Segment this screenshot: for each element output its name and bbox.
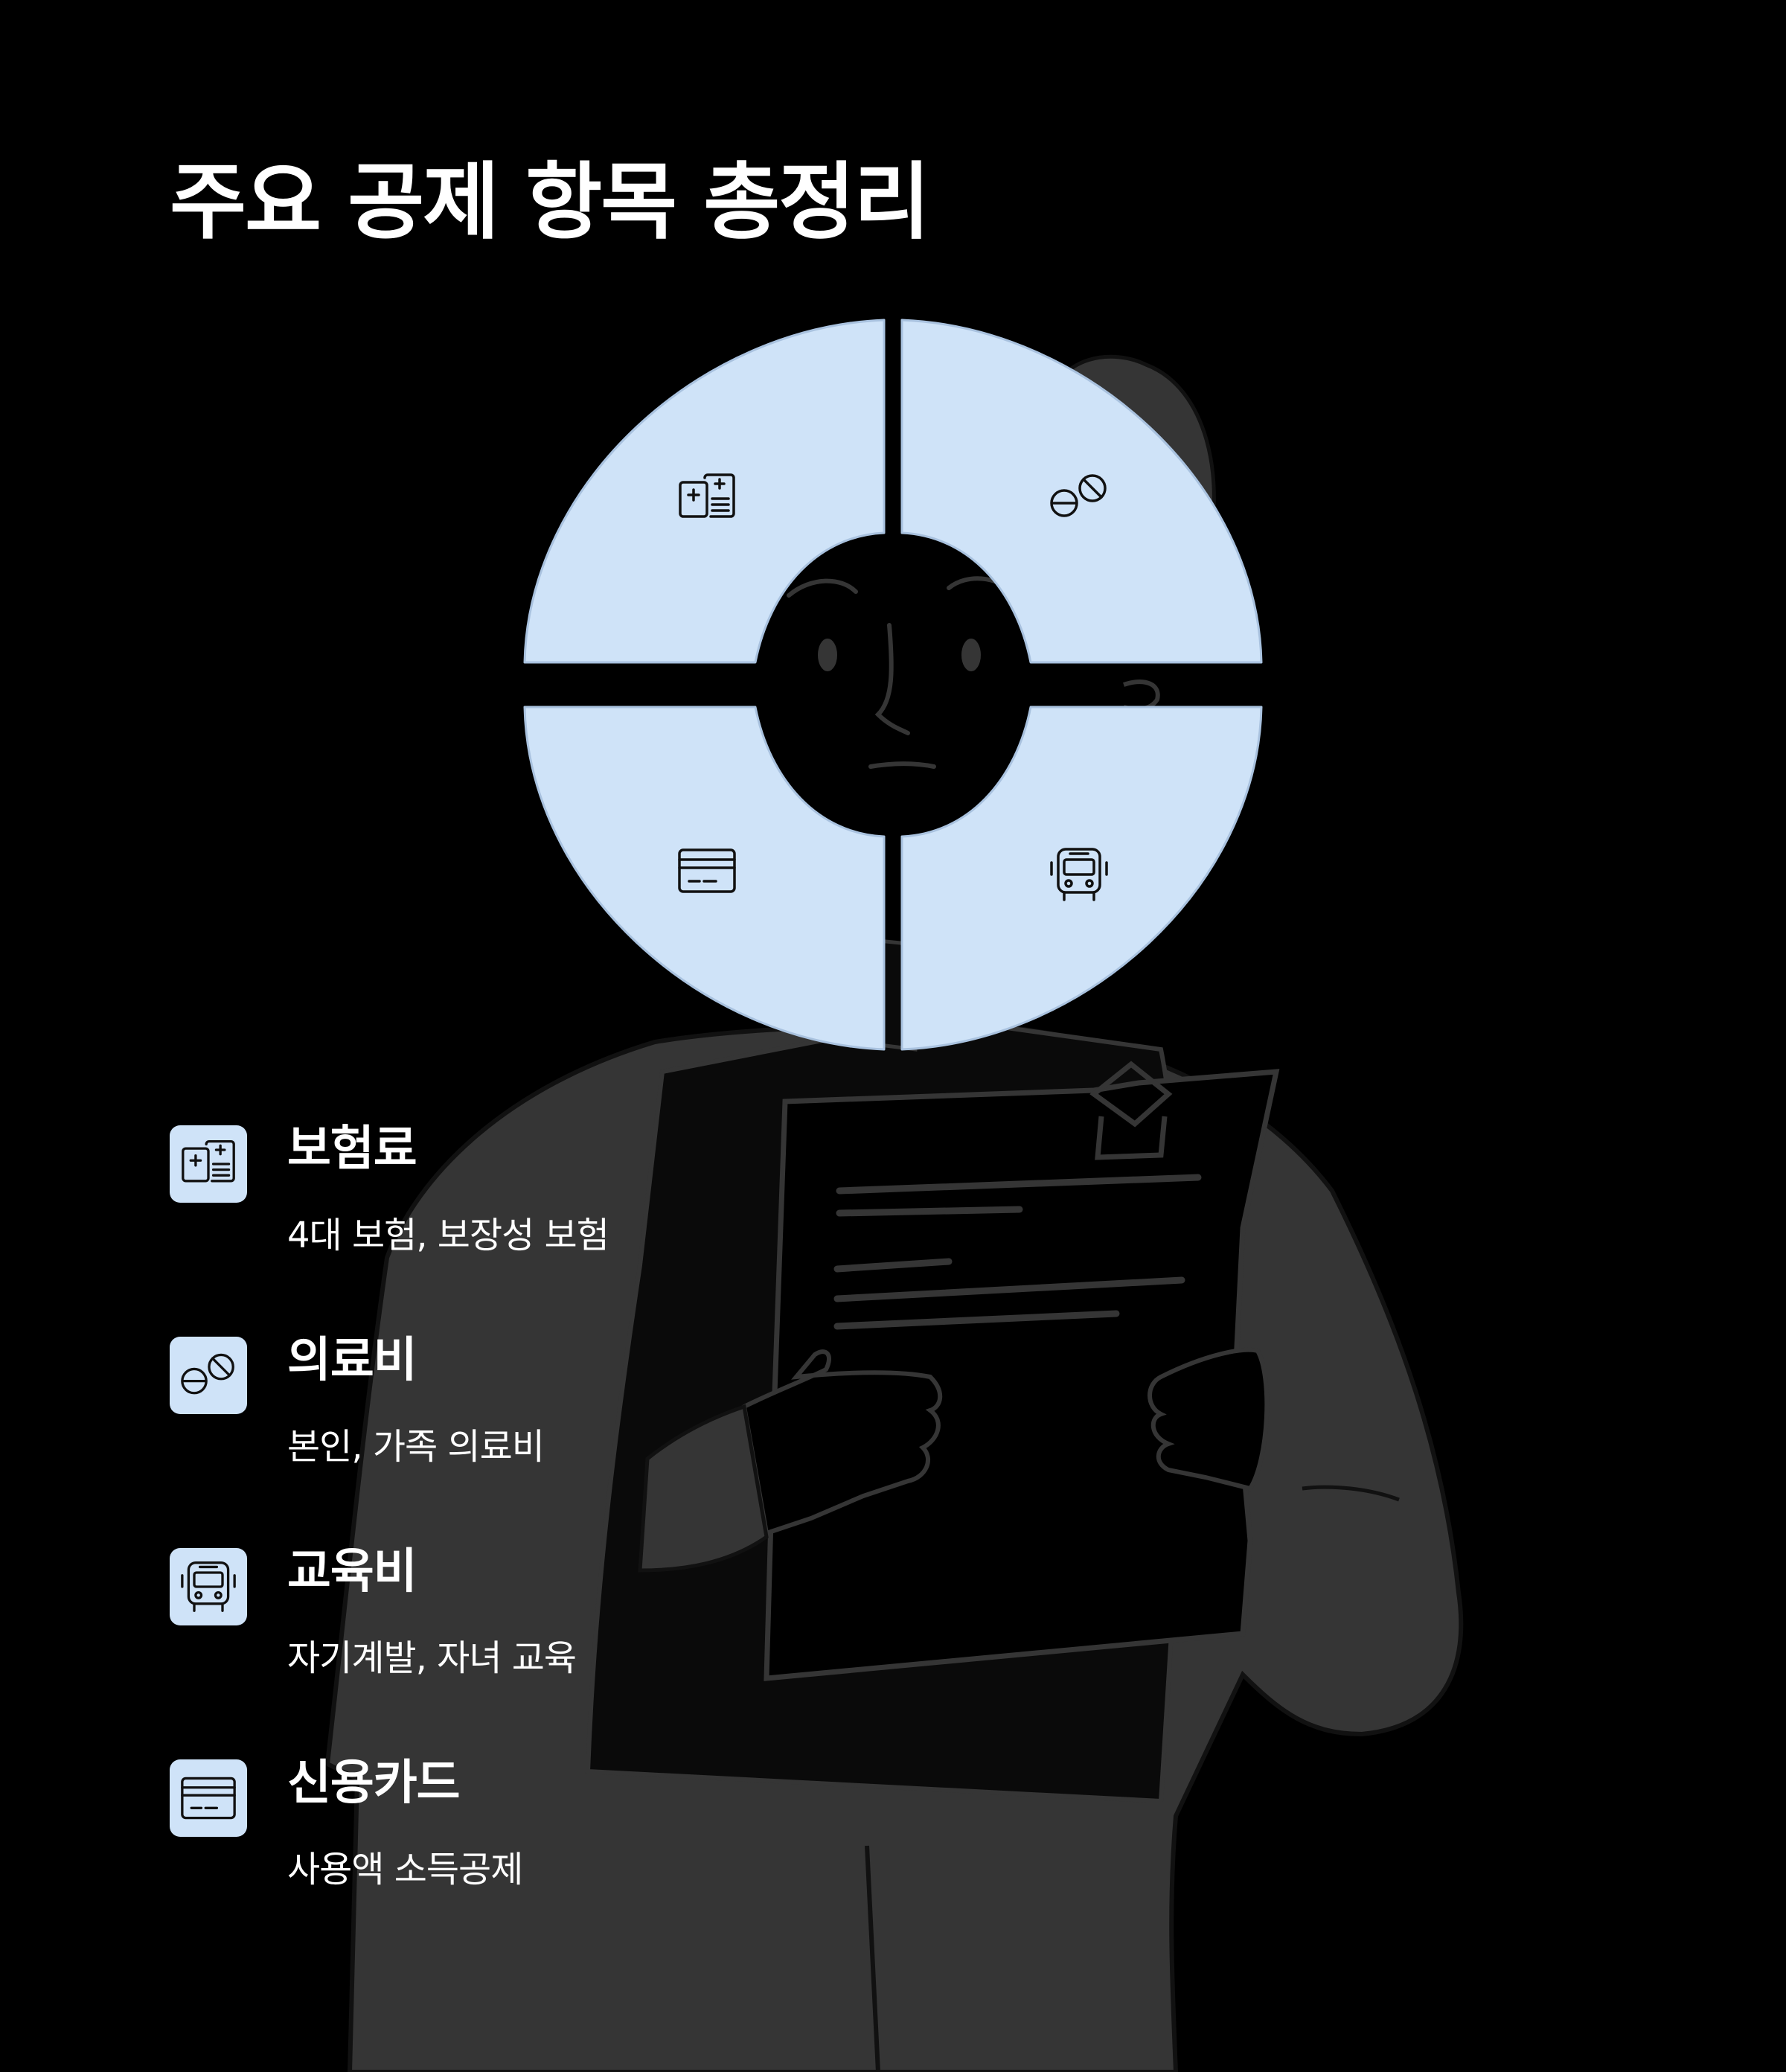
- item-medical: 의료비 본인, 가족 의료비: [170, 1333, 988, 1486]
- person-leg-line: [865, 1845, 880, 2072]
- ear: [1123, 680, 1160, 712]
- item-label: 신용카드: [287, 1756, 461, 1811]
- left-hand: [741, 1349, 943, 1536]
- left-eyebrow: [787, 578, 858, 598]
- wheel-segment-card: [523, 706, 886, 1051]
- pills-icon: [170, 1337, 247, 1414]
- item-label: 의료비: [287, 1333, 417, 1388]
- item-description: 본인, 가족 의료비: [287, 1426, 545, 1468]
- mouth: [868, 761, 936, 769]
- item-credit-card: 신용카드 사용액 소득공제: [170, 1756, 988, 1908]
- item-education: 교육비 자기계발, 자녀 교육: [170, 1544, 988, 1697]
- wheel-segment-insurance: [523, 319, 886, 664]
- person-arm-line: [1302, 1485, 1400, 1502]
- left-eye: [818, 639, 837, 671]
- document-lines: [833, 1174, 1202, 1330]
- item-insurance: 보험료 4대 보험, 보장성 보험: [170, 1122, 988, 1274]
- item-label: 교육비: [287, 1544, 417, 1599]
- document-clip: [1089, 1061, 1173, 1128]
- nose: [874, 623, 910, 735]
- face-backdrop: [737, 528, 1049, 841]
- hands: [638, 1347, 1270, 1573]
- wheel-segment-education: [900, 706, 1263, 1051]
- item-description: 4대 보험, 보장성 보험: [287, 1215, 609, 1256]
- right-hand: [1148, 1347, 1270, 1491]
- left-sleeve: [638, 1404, 769, 1573]
- item-description: 사용액 소득공제: [287, 1849, 523, 1890]
- item-description: 자기계발, 자녀 교육: [287, 1637, 577, 1679]
- category-wheel: [523, 319, 1263, 1051]
- right-eye: [961, 639, 981, 671]
- bus-icon: [170, 1548, 247, 1625]
- person-face: [737, 528, 1160, 841]
- insurance-card-icon: [170, 1125, 247, 1203]
- item-label: 보험료: [287, 1122, 417, 1177]
- credit-card-icon: [170, 1759, 247, 1837]
- wheel-segment-medical: [900, 319, 1263, 664]
- page-title: 주요 공제 항목 총정리: [170, 154, 930, 251]
- document: [764, 1061, 1280, 1681]
- document-clip-tab: [1095, 1116, 1168, 1160]
